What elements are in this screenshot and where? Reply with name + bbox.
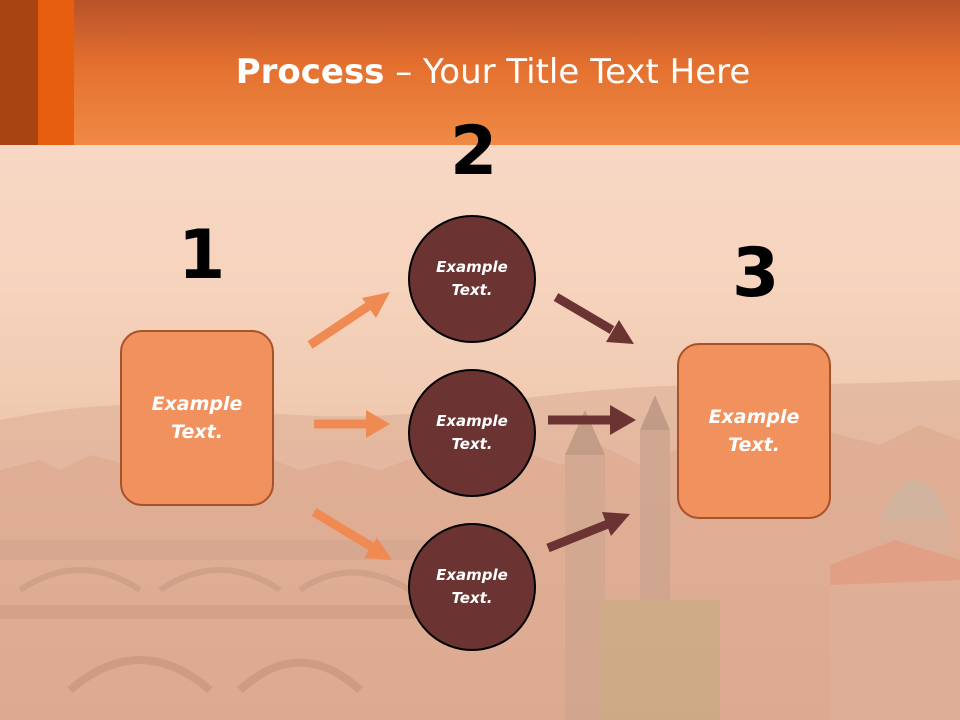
circle-text-line: Text. [451,435,493,453]
title-banner [0,0,960,145]
box-text-line: Example [151,392,243,415]
step-number-2: 2 [450,112,498,191]
arrow-to-middle-circle [314,410,390,438]
step-number-3: 3 [732,234,780,313]
arrow-from-middle-circle [548,405,636,435]
circle-text-line: Example [436,565,508,584]
box-text-line: Text. [171,421,223,443]
slide-title: Process – Your Title Text Here [0,52,960,92]
header-accent-bar [0,0,38,145]
circle-text-line: Text. [451,281,493,299]
circle-text-line: Example [436,257,508,276]
arrow-from-bottom-circle [546,512,630,553]
step-number-1: 1 [178,216,226,295]
arrow-to-top-circle [307,292,390,349]
arrow-to-bottom-circle [311,508,392,560]
circle-text-line: Example [436,411,508,430]
box-text-line: Example [708,405,800,428]
header-accent-bar-light [38,0,74,145]
title-rest: – Your Title Text Here [384,52,751,92]
arrow-from-top-circle [553,293,634,344]
title-bold: Process [235,52,385,92]
box-text-line: Text. [728,434,780,456]
circle-text-line: Text. [451,589,493,607]
